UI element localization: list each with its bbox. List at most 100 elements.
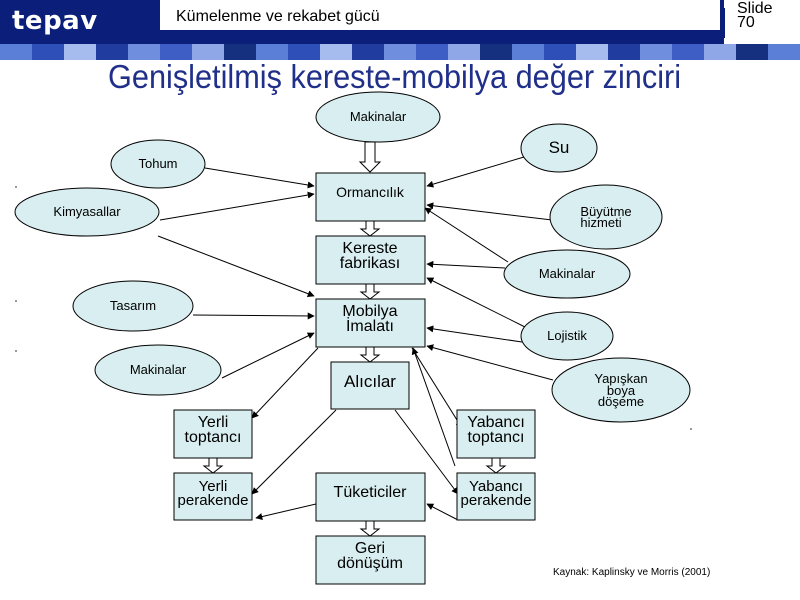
label-yabanci-toptanci-2: toptancı [468,429,525,446]
label-tuketiciler: Tüketiciler [334,484,408,501]
boxes [173,172,536,585]
stripe-segment [704,44,736,60]
arrow-lojistik-mobilya [426,325,523,343]
label-yerli-toptanci-1: Yerli [198,414,229,431]
label-alicilar: Alıcılar [344,372,396,391]
slide-number: Slide 70 [737,0,773,31]
oval-kimyasallar [14,187,160,237]
stripe-segment [64,44,96,60]
arrow-yerli-perakende-tuketiciler [255,503,317,520]
stripe-segment [128,44,160,60]
arrow-mobilya-yabanci-toptanci [411,347,463,429]
stripe-segment [416,44,448,60]
slide-number-value: 70 [737,14,755,31]
box-yerli-perakende [173,472,253,521]
box-yerli-toptanci [173,409,253,459]
label-yerli-toptanci-2: toptancı [185,429,242,446]
decorative-dot [15,186,17,188]
arrow-kimyasallar-ormancilik [159,191,315,221]
stripe-segment [256,44,288,60]
arrow-buyutme-ormancilik [426,202,553,221]
label-buyutme-2: hizmeti [580,215,621,230]
label-yerli-perakende-1: Yerli [199,478,228,495]
stripe-segment [672,44,704,60]
block-arrow-yabanci-toptanci-perakende [485,457,507,474]
arrow-tohum-ormancilik [204,167,315,189]
block-arrow-mobilya-alicilar [359,346,381,363]
decorative-dot [15,350,17,352]
label-yapiskan-1: Yapışkan [594,371,647,386]
stripe-segment [544,44,576,60]
page-title: Genişletilmiş kereste-mobilya değer zinc… [108,58,682,95]
stripe-segment [608,44,640,60]
chain-arrows [202,141,507,537]
block-arrow-makinalar-ormancilik [358,141,382,173]
box-labels: Ormancılık Kereste fabrikası Mobilya İma… [178,184,532,572]
stripe-segment [0,44,32,60]
stripe-segment [192,44,224,60]
stripe-segment [384,44,416,60]
oval-yapiskan [551,357,691,423]
label-su: Su [549,138,570,157]
stripe-segment [96,44,128,60]
arrow-yabanci-perakende-tuketiciler [426,503,459,521]
decorative-dot [15,300,17,302]
label-yabanci-perakende-1: Yabancı [469,478,523,495]
oval-makinalar-right [503,249,631,299]
box-kereste [315,235,426,285]
ovals [14,91,691,423]
slide-number-panel [724,0,800,44]
label-kereste-2: fabrikası [340,255,400,272]
oval-makinalar-top [315,91,441,143]
oval-buyutme [549,184,663,250]
box-ormancilik [315,172,426,222]
block-arrow-tuketiciler-geri [359,520,381,537]
arrow-yabanci-perakende-mobilya [411,347,456,467]
arrow-makinalar-kereste [426,260,506,269]
arrow-lojistik-kereste [426,277,526,328]
label-kimyasallar: Kimyasallar [53,204,121,219]
block-arrow-kereste-mobilya [359,283,381,300]
stripe-segment [480,44,512,60]
arrow-makinalar-mobilya [221,332,315,379]
stripe-segment [640,44,672,60]
decorative-dot [690,428,692,430]
label-makinalar-top: Makinalar [350,109,407,124]
arrow-mobilya-yerli-toptanci [251,347,319,419]
stripe-segment [768,44,800,60]
arrow-yapiskan-mobilya [426,344,554,381]
stripe-segment [224,44,256,60]
source-caption: Kaynak: Kaplinsky ve Morris (2001) [553,567,711,578]
label-ormancilik: Ormancılık [336,184,405,200]
label-mobilya-1: Mobilya [342,303,397,320]
label-yerli-perakende-2: perakende [178,492,249,509]
label-yabanci-perakende-2: perakende [461,492,532,509]
arrow-makinalar-ormancilik2 [424,207,509,263]
label-yapiskan-2: boya [607,383,636,398]
slide-separator [722,8,725,38]
box-yabanci-toptanci [456,409,536,459]
oval-su [520,123,598,173]
block-arrow-ormancilik-kereste [359,220,381,237]
label-makinalar-left: Makinalar [130,362,187,377]
block-arrow-yerli-toptanci-perakende [202,457,224,474]
label-tasarim: Tasarım [110,298,156,313]
arrow-alicilar-yabanci-perakende [394,409,459,495]
arrow-kimyasallar-mobilya [157,235,315,298]
stripe-segment [160,44,192,60]
box-yabanci-perakende [456,472,536,521]
stripe-segment [576,44,608,60]
box-alicilar [330,361,410,410]
oval-labels: Makinalar Tohum Su Kimyasallar Büyütme h… [53,109,647,409]
label-buyutme-1: Büyütme [580,204,631,219]
slide-label: Slide [737,0,773,17]
label-tohum: Tohum [138,156,177,171]
label-makinalar-right: Makinalar [539,266,596,281]
label-geri-2: dönüşüm [337,555,403,572]
arrow-su-ormancilik [426,156,525,188]
stripe-segment [512,44,544,60]
label-lojistik: Lojistik [547,328,587,343]
label-yabanci-toptanci-1: Yabancı [467,414,525,431]
box-mobilya [315,298,426,348]
label-geri-1: Geri [355,540,385,557]
